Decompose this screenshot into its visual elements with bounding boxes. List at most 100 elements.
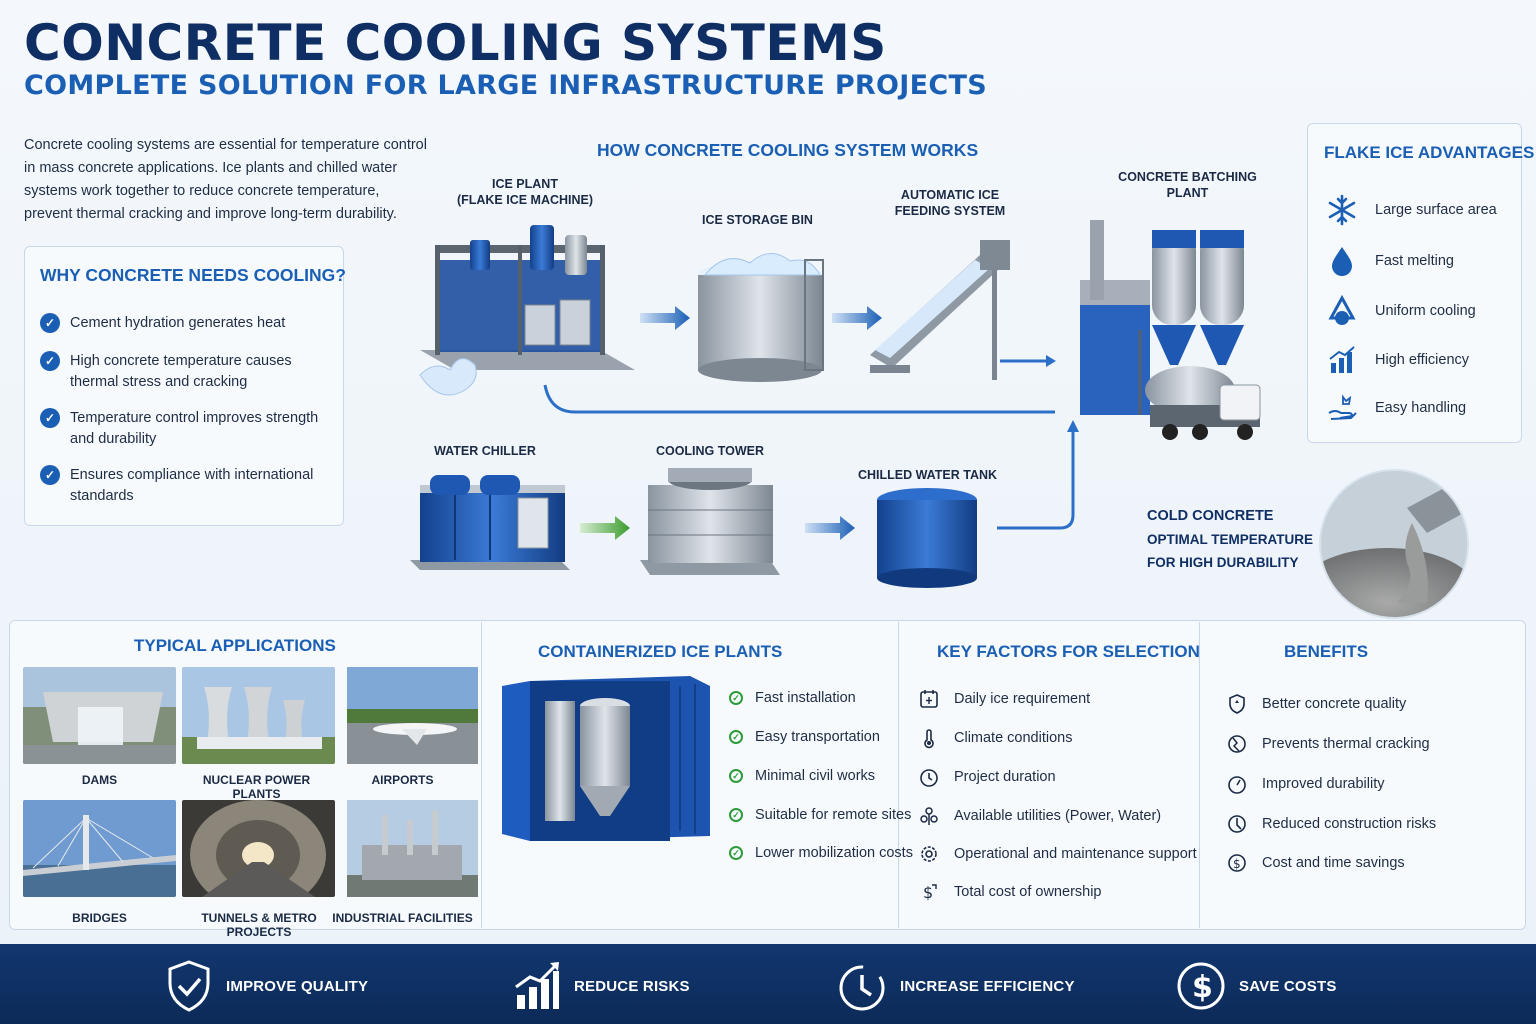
chilled-water-tank [877, 488, 977, 588]
applications-title: TYPICAL APPLICATIONS [134, 636, 336, 655]
ice-storage-label: ICE STORAGE BIN [702, 213, 813, 227]
factor-item: Climate conditions [918, 727, 1072, 749]
benefit-item: Better concrete quality [1226, 693, 1406, 715]
application-caption: DAMS [81, 773, 118, 787]
page-subtitle: COMPLETE SOLUTION FOR LARGE INFRASTRUCTU… [24, 70, 987, 101]
cooling-tower-unit [640, 468, 780, 575]
tunnel-image [182, 800, 335, 897]
advantage-item: Easy handling [1325, 391, 1466, 425]
water-drop-icon [1332, 247, 1352, 276]
growth-chart-icon [515, 962, 559, 1009]
dam-image [23, 667, 176, 764]
factor-item: $ Total cost of ownership [918, 881, 1102, 903]
gear-support-icon [921, 846, 937, 862]
cold-concrete-image [1319, 469, 1469, 619]
water-chiller-label: WATER CHILLER [434, 444, 536, 458]
advantages-title: FLAKE ICE ADVANTAGES [1324, 143, 1535, 162]
uniform-cooling-icon [1328, 294, 1356, 325]
flake-ice-advantages-panel [1307, 123, 1522, 443]
key-factors-title: KEY FACTORS FOR SELECTION [937, 642, 1200, 661]
stopwatch-icon [839, 965, 885, 1011]
svg-text:$: $ [1192, 970, 1213, 1005]
check-icon: ✓ [40, 465, 60, 485]
check-icon: ✓ [40, 408, 60, 428]
cooling-tower-label: COOLING TOWER [655, 444, 765, 458]
advantage-item: High efficiency [1325, 343, 1469, 377]
containerized-item: ✓ Lower mobilization costs [729, 845, 913, 861]
application-caption: NUCLEAR POWER PLANTS [202, 773, 311, 801]
thermometer-icon [924, 729, 934, 749]
bridge-image [23, 800, 176, 897]
crack-prevent-icon [1228, 735, 1246, 753]
nuclear-plant-image [182, 667, 335, 764]
why-item: ✓ Cement hydration generates heat [40, 313, 330, 334]
why-item: ✓ Ensures compliance with international … [40, 465, 330, 507]
footer-item: INCREASE EFFICIENCY [836, 958, 1075, 1014]
benefit-item: $ Cost and time savings [1226, 852, 1405, 874]
quality-shield-icon [1229, 694, 1245, 714]
check-icon: ✓ [40, 351, 60, 371]
check-icon: ✓ [40, 313, 60, 333]
batching-plant-label: CONCRETE BATCHING PLANT [1118, 170, 1257, 200]
check-icon: ✓ [729, 691, 743, 705]
water-chiller-unit [410, 475, 570, 570]
svg-text:$: $ [923, 883, 933, 902]
benefit-item: Improved durability [1226, 773, 1385, 795]
why-cooling-title: WHY CONCRETE NEEDS COOLING? [40, 265, 346, 285]
dollar-icon: $ [923, 883, 937, 902]
divider [481, 622, 482, 928]
footer-item: REDUCE RISKS [512, 958, 690, 1014]
containerized-item: ✓ Fast installation [729, 690, 856, 706]
advantage-item: Uniform cooling [1325, 294, 1476, 328]
containerized-item: ✓ Suitable for remote sites [729, 807, 911, 823]
why-item: ✓ Temperature control improves strength … [40, 408, 330, 450]
svg-text:$: $ [1233, 857, 1241, 871]
factor-item: Available utilities (Power, Water) [918, 805, 1161, 827]
ice-storage-bin [698, 253, 824, 382]
dollar-circle-icon: $ [1177, 962, 1225, 1010]
airport-image [347, 667, 478, 764]
risk-icon [1228, 815, 1246, 833]
intro-paragraph: Concrete cooling systems are essential f… [24, 137, 427, 222]
bar-chart-icon [1329, 346, 1355, 373]
chilled-tank-label: CHILLED WATER TANK [857, 468, 998, 482]
application-caption: TUNNELS & METRO PROJECTS [201, 911, 317, 939]
benefit-item: Prevents thermal cracking [1226, 733, 1430, 755]
snowflake-icon [1328, 194, 1356, 226]
page-title: CONCRETE COOLING SYSTEMS [24, 14, 887, 72]
divider [898, 622, 899, 928]
ice-plant-label: ICE PLANT (FLAKE ICE MACHINE) [456, 177, 594, 207]
durability-gauge-icon [1228, 776, 1246, 794]
industrial-facility-image [347, 800, 478, 897]
check-icon: ✓ [729, 808, 743, 822]
batching-plant [1080, 220, 1261, 440]
containerized-item: ✓ Minimal civil works [729, 768, 875, 784]
check-icon: ✓ [729, 769, 743, 783]
containerized-item: ✓ Easy transportation [729, 729, 880, 745]
divider [1199, 622, 1200, 928]
how-it-works-title: HOW CONCRETE COOLING SYSTEM WORKS [597, 140, 979, 160]
ice-feeding-label: AUTOMATIC ICE FEEDING SYSTEM [894, 188, 1006, 218]
check-icon: ✓ [729, 730, 743, 744]
ice-plant-machine [419, 225, 635, 396]
clock-icon [920, 769, 938, 787]
why-item: ✓ High concrete temperature causes therm… [40, 351, 330, 393]
footer-item: IMPROVE QUALITY [164, 958, 368, 1014]
factor-item: Project duration [918, 766, 1056, 788]
container-ice-plant-image [502, 676, 710, 841]
check-icon: ✓ [729, 846, 743, 860]
ice-feeding-conveyor [870, 240, 1010, 380]
benefits-title: BENEFITS [1284, 642, 1369, 661]
hand-icon [1328, 394, 1357, 420]
containerized-title: CONTAINERIZED ICE PLANTS [538, 642, 783, 661]
benefit-item: Reduced construction risks [1226, 813, 1436, 835]
process-diagram [410, 220, 1261, 588]
utilities-icon [920, 807, 938, 825]
factor-item: Daily ice requirement [918, 688, 1090, 710]
advantage-item: Fast melting [1325, 244, 1454, 278]
shield-check-icon [168, 960, 210, 1012]
footer-bar [0, 944, 1536, 1024]
advantage-item: Large surface area [1325, 193, 1497, 227]
why-cooling-panel [24, 246, 344, 526]
cold-concrete-text: COLD CONCRETE OPTIMAL TEMPERATURE FOR HI… [1147, 508, 1314, 570]
